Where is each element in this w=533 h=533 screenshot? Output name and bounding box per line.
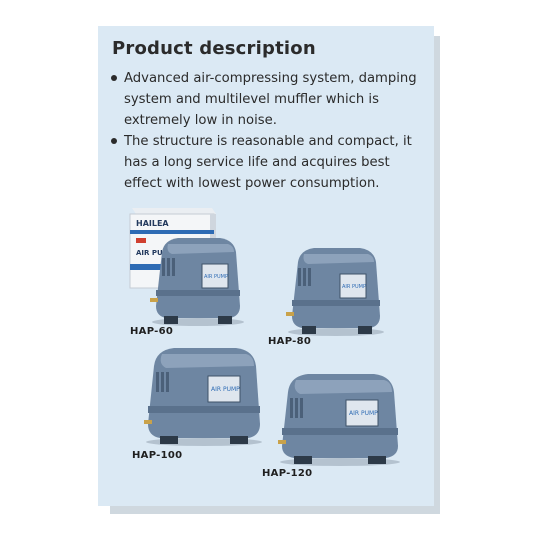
product-label-hap-100: HAP-100 (132, 450, 183, 461)
plate-text-hap-100: AIR PUMP (211, 386, 240, 393)
product-label-hap-80: HAP-80 (268, 336, 312, 347)
box-product-text: AIR PUMP (136, 249, 175, 257)
product-label-hap-120: HAP-120 (262, 468, 313, 479)
page-title: Product description (112, 38, 316, 59)
plate-text-hap-120: AIR PUMP (349, 410, 378, 417)
description-text: The structure is reasonable and compact,… (124, 134, 412, 191)
plate-text-hap-80: AIR PUMP (342, 284, 366, 290)
plate-text-hap-60: AIR PUMP (204, 274, 228, 280)
pump-image-hap-80: AIR PUMP (286, 248, 384, 336)
description-list: Advanced air-compressing system, damping… (110, 68, 430, 194)
product-label-hap-60: HAP-60 (130, 326, 174, 337)
bullet-icon (111, 138, 117, 144)
description-text: Advanced air-compressing system, damping… (124, 71, 417, 128)
bullet-icon (111, 75, 117, 81)
pump-image-hap-60: AIR PUMP (150, 238, 244, 326)
description-item: Advanced air-compressing system, damping… (110, 68, 430, 131)
description-item: The structure is reasonable and compact,… (110, 131, 430, 194)
pump-image-hap-100: AIR PUMP (144, 348, 262, 446)
pump-image-hap-120: AIR PUMP (278, 374, 400, 466)
box-brand-text: HAILEA (136, 219, 169, 228)
